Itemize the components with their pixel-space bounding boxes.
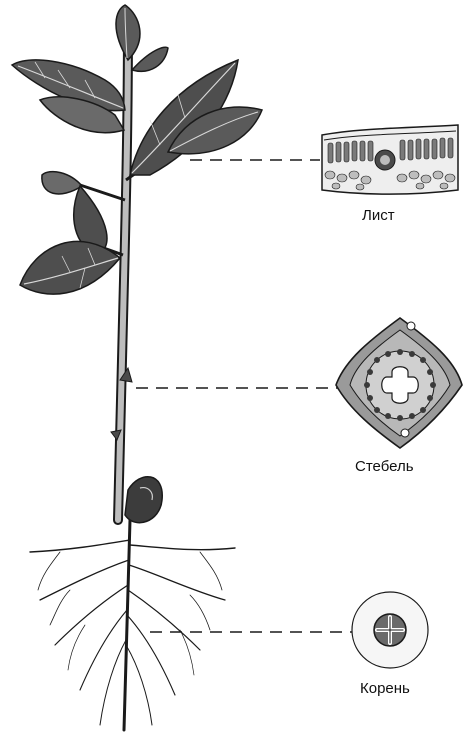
cotyledon	[125, 477, 162, 523]
root-system	[30, 520, 235, 730]
label-stem: Стебель	[355, 458, 414, 475]
label-leaf: Лист	[362, 207, 395, 224]
leaf-cross-section	[322, 125, 458, 194]
leaves	[12, 5, 262, 294]
leader-lines	[136, 160, 355, 632]
leaf-top-right	[132, 47, 168, 71]
stem-cross-section	[336, 318, 462, 448]
label-root: Корень	[360, 680, 410, 697]
root-cross-section	[352, 592, 428, 668]
leaf-left-lower	[20, 241, 120, 294]
leaf-top	[116, 5, 140, 60]
